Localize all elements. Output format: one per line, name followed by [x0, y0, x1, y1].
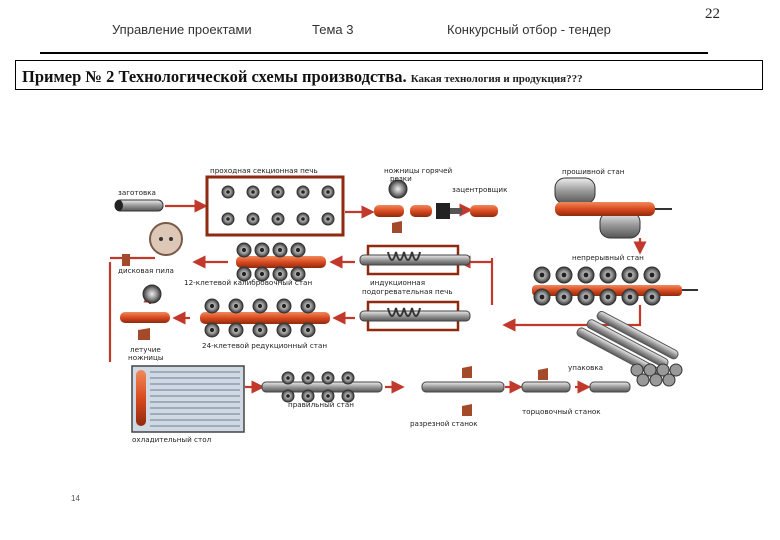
furnace-roll-hub [276, 217, 280, 221]
reducing-roll-hub [281, 303, 287, 309]
page-number: 22 [705, 6, 720, 22]
label-straightening-mill: правильный стан [288, 400, 354, 409]
straightening-mill [261, 381, 383, 393]
label-cutting-machine: разрезной станок [410, 419, 478, 428]
continuous-roll-hub [627, 294, 633, 300]
slide-number: 14 [71, 494, 80, 503]
sizing-roll-hub [259, 271, 265, 277]
furnace-roll-hub [326, 217, 330, 221]
reducing-roll-hub [257, 327, 263, 333]
reducing-roll-hub [305, 327, 311, 333]
continuous-rolls [533, 266, 661, 306]
straightening-roll-hub [286, 394, 290, 398]
reducing-mill-24 [200, 312, 330, 324]
furnace-roll-hub [301, 190, 305, 194]
label-sizing-mill: 12-клетевой калибровочный стан [184, 278, 312, 287]
label-reducing-mill: 24-клетевой редукционный стан [202, 341, 327, 350]
furnace-roll-hub [251, 217, 255, 221]
reducing-roll-hub [281, 327, 287, 333]
furnace-roll-hub [276, 190, 280, 194]
label-end-machine: торцовочный станок [522, 407, 601, 416]
section-furnace [205, 175, 345, 237]
sizing-roll-hub [295, 247, 301, 253]
reducing-roll-hub [257, 303, 263, 309]
continuous-roll-hub [605, 294, 611, 300]
reducing-roll-hub [209, 303, 215, 309]
sizing-rolls [236, 242, 306, 282]
straightening-roll-hub [326, 394, 330, 398]
sizing-roll-hub [241, 271, 247, 277]
end-facing-machine [521, 368, 631, 393]
furnace-rolls [221, 185, 335, 226]
centering-machine [436, 203, 498, 219]
label-hot-shears-2: резки [390, 174, 412, 183]
label-induction-1: индукционная [370, 278, 425, 287]
hot-shears [374, 179, 432, 233]
straightening-roll-hub [286, 376, 290, 380]
header-course: Управление проектами [112, 22, 252, 37]
continuous-roll-hub [649, 294, 655, 300]
label-packing: упаковка [568, 363, 603, 372]
sizing-roll-hub [277, 247, 283, 253]
continuous-roll-hub [561, 294, 567, 300]
sizing-roll-hub [295, 271, 301, 277]
continuous-roll-hub [605, 272, 611, 278]
label-induction-2: подогревательная печь [362, 287, 453, 296]
billet [114, 199, 164, 212]
continuous-roll-hub [539, 294, 545, 300]
label-centering: зацентровщик [452, 185, 508, 194]
label-continuous-mill: непрерывный стан [572, 253, 644, 262]
furnace-roll-hub [251, 190, 255, 194]
piercing-mill [554, 177, 672, 239]
continuous-roll-hub [627, 272, 633, 278]
induction-heater-upper [359, 244, 471, 276]
straightening-rolls [281, 371, 355, 403]
sizing-roll-hub [277, 271, 283, 277]
reducing-roll-hub [209, 327, 215, 333]
sizing-mill-12 [236, 256, 326, 268]
title-box: Пример № 2 Технологической схемы произво… [15, 60, 763, 90]
reducing-roll-hub [305, 303, 311, 309]
header-section: Конкурсный отбор - тендер [447, 22, 611, 37]
sizing-roll-hub [241, 247, 247, 253]
title-main: Пример № 2 Технологической схемы произво… [22, 67, 407, 86]
furnace-roll-hub [301, 217, 305, 221]
continuous-roll-hub [649, 272, 655, 278]
continuous-roll-hub [539, 272, 545, 278]
straightening-roll-hub [346, 394, 350, 398]
label-flying-shears-1: летучие [130, 345, 161, 354]
induction-heater-lower [359, 300, 471, 332]
sizing-roll-hub [259, 247, 265, 253]
pipe-bundle [576, 310, 683, 387]
header-rule [40, 52, 708, 54]
straightening-roll-hub [306, 394, 310, 398]
disc-saw [122, 222, 183, 266]
label-furnace: проходная секционная печь [210, 166, 318, 175]
cutting-machine [421, 366, 505, 416]
continuous-roll-hub [583, 294, 589, 300]
furnace-roll-hub [226, 217, 230, 221]
label-piercing-mill: прошивной стан [562, 167, 625, 176]
label-disc-saw: дисковая пила [118, 266, 174, 275]
furnace-roll-hub [226, 190, 230, 194]
cooling-table [131, 365, 245, 433]
label-flying-shears-2: ножницы [128, 353, 164, 362]
reducing-roll-hub [233, 327, 239, 333]
straightening-roll-hub [306, 376, 310, 380]
reducing-roll-hub [233, 303, 239, 309]
straightening-roll-hub [326, 376, 330, 380]
label-cooling-table: охладительный стол [132, 435, 211, 444]
header-topic: Тема 3 [312, 22, 354, 37]
label-billet: заготовка [118, 188, 156, 197]
continuous-roll-hub [583, 272, 589, 278]
furnace-roll-hub [326, 190, 330, 194]
straightening-roll-hub [346, 376, 350, 380]
title-question: Какая технология и продукция??? [410, 73, 583, 85]
reducing-rolls [204, 298, 316, 338]
label-hot-shears-1: ножницы горячей [384, 166, 453, 175]
slide-title: Пример № 2 Технологической схемы произво… [22, 67, 583, 87]
flying-shears [120, 284, 170, 340]
continuous-roll-hub [561, 272, 567, 278]
